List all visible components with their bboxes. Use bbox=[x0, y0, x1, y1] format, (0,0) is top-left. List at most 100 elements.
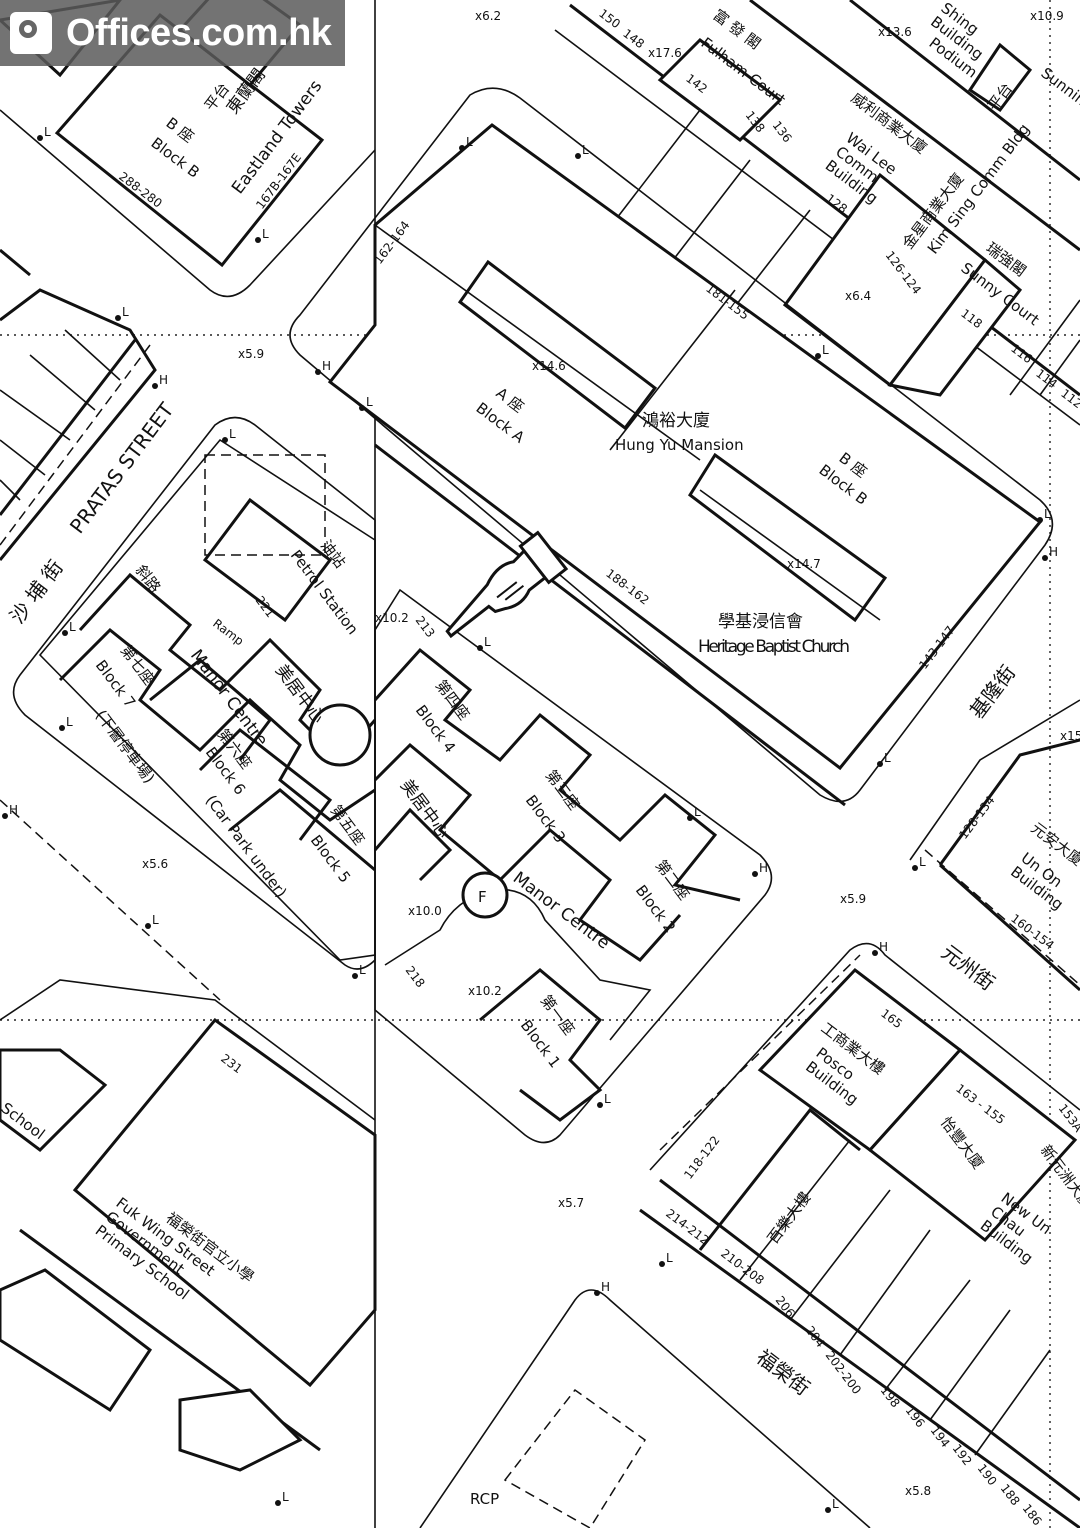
spot-height: x10.0 bbox=[408, 904, 442, 918]
lamp-post-marker: L bbox=[825, 1497, 839, 1513]
spot-height: x5.9 bbox=[840, 892, 866, 906]
lot-number: 186 bbox=[1020, 1501, 1045, 1528]
svg-text:L: L bbox=[666, 1251, 673, 1265]
pratas-street-buildings bbox=[0, 248, 157, 561]
lamp-post-marker: L bbox=[459, 135, 473, 151]
spot-height: x17.6 bbox=[648, 46, 682, 60]
school-block bbox=[0, 799, 377, 1472]
watermark-banner: Offices.com.hk bbox=[0, 0, 345, 66]
watermark-brand: Offices.com.hk bbox=[66, 11, 332, 54]
label-baptist-zh: 學基浸信會 bbox=[718, 612, 803, 632]
rcp-block bbox=[419, 1289, 871, 1528]
street-label-yuen-chau-zh: 元州街 bbox=[937, 940, 999, 995]
svg-text:L: L bbox=[694, 805, 701, 819]
lot-number: 192 bbox=[950, 1441, 975, 1468]
lamp-post-marker: L bbox=[145, 913, 159, 929]
un-on-block bbox=[909, 699, 1080, 992]
lamp-post-marker: L bbox=[912, 855, 926, 871]
spot-height: x14.7 bbox=[787, 557, 821, 571]
manor-centre-west-block bbox=[12, 416, 377, 970]
svg-text:H: H bbox=[1049, 545, 1058, 559]
spot-height: x13.6 bbox=[878, 25, 912, 39]
label-hung-yu-zh: 鴻裕大廈 bbox=[642, 411, 710, 431]
lamp-post-marker: L bbox=[359, 395, 373, 411]
street-label-pratas-zh: 沙 埔 街 bbox=[5, 555, 68, 628]
label-manor-centre-2: Manor Centre bbox=[509, 868, 613, 953]
svg-text:L: L bbox=[582, 143, 589, 157]
lamp-post-marker: L bbox=[477, 635, 491, 651]
lot-number: 210-208 bbox=[718, 1246, 766, 1287]
label-hung-yu: Hung Yu Mansion bbox=[615, 436, 744, 454]
lot-number: 198 bbox=[878, 1383, 903, 1410]
svg-text:L: L bbox=[884, 751, 891, 765]
svg-text:H: H bbox=[159, 373, 168, 387]
lot-number: 194 bbox=[928, 1423, 953, 1450]
svg-text:H: H bbox=[322, 359, 331, 373]
lamp-post-marker: L bbox=[659, 1251, 673, 1267]
svg-text:H: H bbox=[879, 940, 888, 954]
street-label-ki-lung-zh: 基隆街 bbox=[965, 661, 1020, 723]
svg-text:L: L bbox=[466, 135, 473, 149]
label-carpark: (Car Park under) bbox=[202, 792, 291, 901]
lamp-post-marker: L bbox=[115, 305, 129, 321]
lamp-post-marker: L bbox=[877, 751, 891, 767]
spot-height: x5.8 bbox=[905, 1484, 931, 1498]
hydrant-marker: H bbox=[752, 861, 768, 877]
svg-text:L: L bbox=[366, 395, 373, 409]
search-icon bbox=[10, 12, 52, 54]
lamp-post-marker: L bbox=[352, 963, 366, 979]
svg-text:L: L bbox=[919, 855, 926, 869]
street-label-fuk-wing-zh: 福榮街 bbox=[752, 1345, 814, 1400]
pointing-hand-icon bbox=[445, 530, 569, 639]
svg-text:L: L bbox=[69, 620, 76, 634]
svg-text:L: L bbox=[484, 635, 491, 649]
lamp-post-marker: L bbox=[815, 343, 829, 359]
lot-number: 112 bbox=[1058, 386, 1080, 411]
lamp-post-marker: L bbox=[222, 427, 236, 443]
lot-number: 136 bbox=[770, 118, 795, 145]
hydrant-marker: H bbox=[315, 359, 331, 375]
spot-height: x10.9 bbox=[1030, 9, 1064, 23]
lot-number: 128-134 bbox=[956, 793, 997, 841]
lamp-post-marker: L bbox=[62, 620, 76, 636]
hydrant-marker: H bbox=[594, 1280, 610, 1296]
spot-height: x5.7 bbox=[558, 1196, 584, 1210]
spot-height: x10.2 bbox=[375, 611, 409, 625]
hydrant-marker: H bbox=[872, 940, 888, 956]
lot-number: 196 bbox=[903, 1403, 928, 1430]
manor-centre-east-block bbox=[373, 588, 773, 1144]
label-baptist: Heritage Baptist Church bbox=[698, 637, 850, 657]
label-rcp: RCP bbox=[470, 1490, 499, 1508]
lot-number: 118-122 bbox=[681, 1133, 722, 1181]
lamp-post-marker: L bbox=[37, 125, 51, 141]
label-manor-centre-zh-2: 美居中心 bbox=[396, 776, 453, 842]
svg-text:L: L bbox=[822, 343, 829, 357]
spot-height: x5.6 bbox=[142, 857, 168, 871]
label-block-5-zh: 第五座 bbox=[327, 802, 368, 849]
label-block-5: Block 5 bbox=[307, 832, 354, 887]
hydrant-marker: H bbox=[2, 803, 18, 819]
label-f-symbol: F bbox=[478, 888, 487, 906]
lot-number: 213 bbox=[413, 613, 438, 640]
svg-text:L: L bbox=[66, 715, 73, 729]
spot-height: x5.9 bbox=[238, 347, 264, 361]
lamp-post-marker: L bbox=[597, 1092, 611, 1108]
label-sunning: Sunning bbox=[1038, 64, 1080, 115]
spot-heights: x6.2x17.6x13.6x10.9x6.4x5.9x14.6x14.7x10… bbox=[142, 9, 1080, 1498]
posco-block bbox=[639, 942, 1080, 1528]
svg-text:H: H bbox=[601, 1280, 610, 1294]
lot-number: 114 bbox=[1033, 366, 1060, 391]
lamp-post-marker: L bbox=[255, 227, 269, 243]
label-pak-lok-zh: 百樂大樓 bbox=[764, 1189, 814, 1248]
spot-height: x6.4 bbox=[845, 289, 871, 303]
lot-number: 204 bbox=[803, 1323, 828, 1350]
svg-text:L: L bbox=[832, 1497, 839, 1511]
svg-text:L: L bbox=[604, 1092, 611, 1106]
hydrant-marker: H bbox=[1042, 545, 1058, 561]
svg-text:H: H bbox=[759, 861, 768, 875]
street-label-pratas: PRATAS STREET bbox=[65, 398, 179, 538]
svg-text:L: L bbox=[262, 227, 269, 241]
svg-text:L: L bbox=[1044, 507, 1051, 521]
